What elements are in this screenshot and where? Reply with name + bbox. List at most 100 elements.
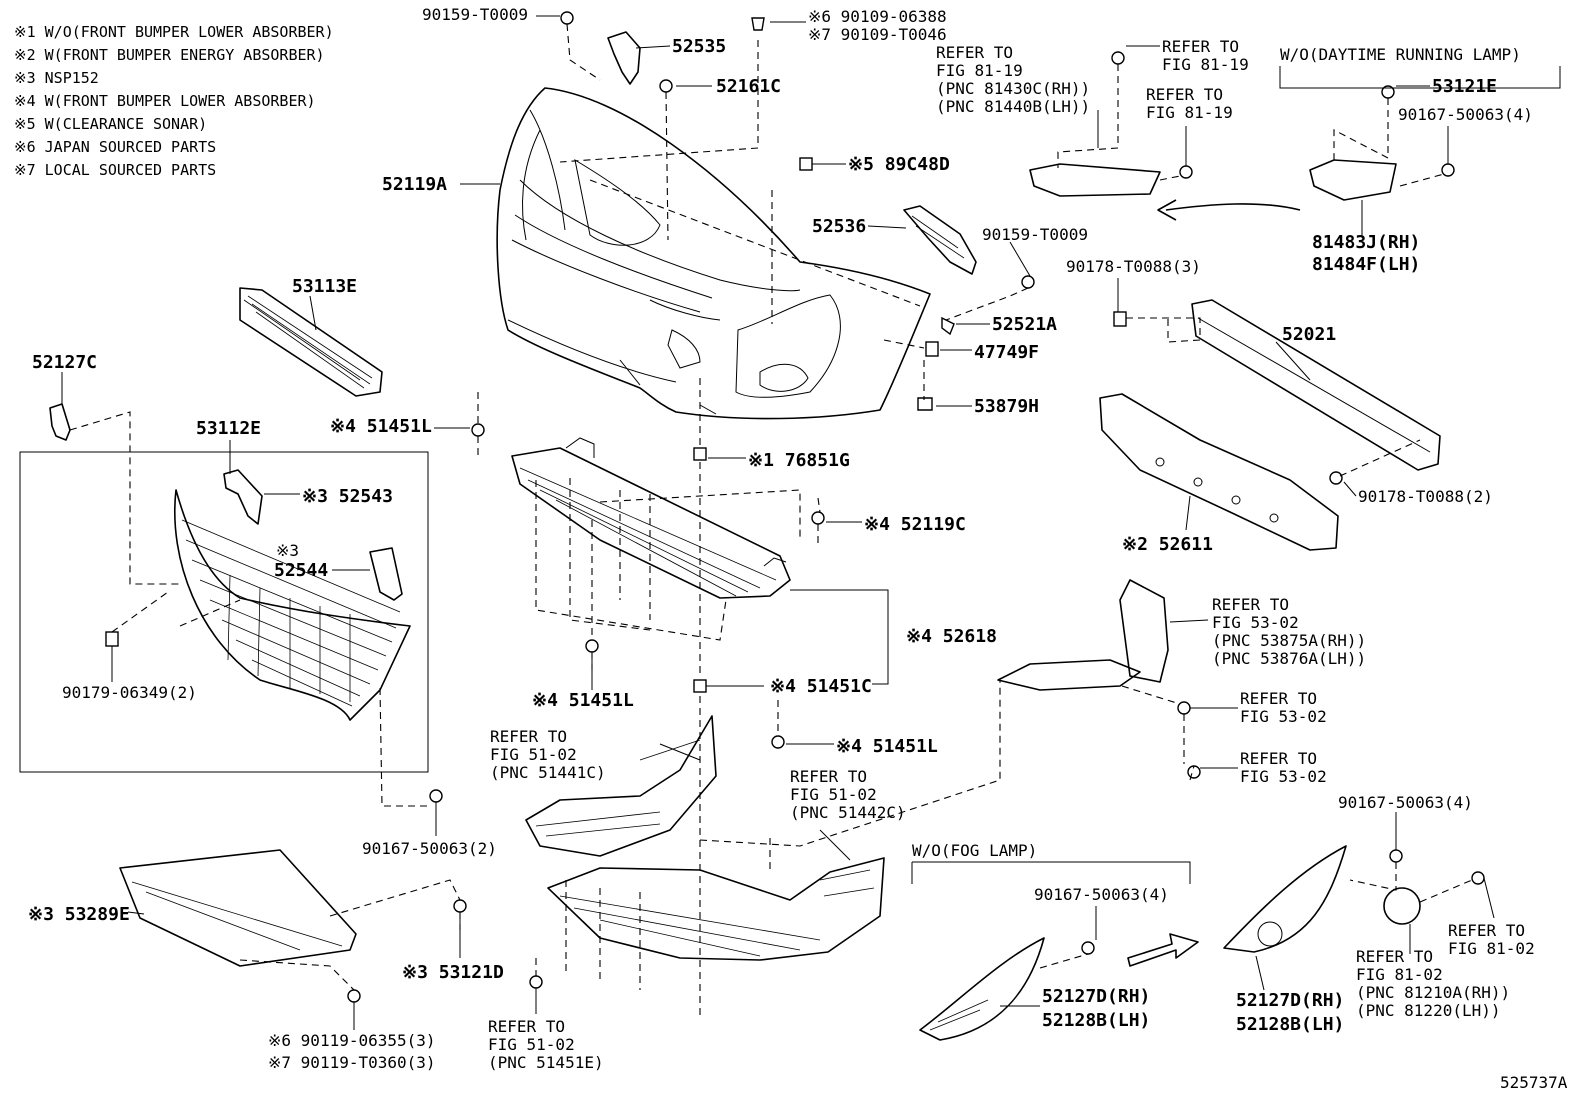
note-1: ※1 W/O(FRONT BUMPER LOWER ABSORBER) xyxy=(14,23,334,41)
label-52127d-right: 52127D(RH) xyxy=(1236,990,1344,1011)
refer-51-02-b: REFER TO FIG 51-02 (PNC 51442C) xyxy=(790,767,906,822)
label-52161c: 52161C xyxy=(716,76,781,97)
part-labels: 90159-T0009 52535 ※6 90109-06388 ※7 9010… xyxy=(28,5,1568,1092)
label-51451c: ※4 51451C xyxy=(770,676,872,697)
ref-53-02-c-line2: FIG 53-02 xyxy=(1240,767,1327,786)
section-drl: W/O(DAYTIME RUNNING LAMP) xyxy=(1280,45,1521,64)
bracket-52535 xyxy=(607,31,641,85)
note-7: ※7 LOCAL SOURCED PARTS xyxy=(14,161,216,179)
label-90167-fog-mid: 90167-50063(4) xyxy=(1034,885,1169,904)
document-id: 525737A xyxy=(1500,1073,1568,1092)
ref-51-02-c-line2: FIG 51-02 xyxy=(488,1035,575,1054)
grille-upper-53113e xyxy=(239,287,383,397)
ref-53-02-a-line4: (PNC 53876A(LH)) xyxy=(1212,649,1366,668)
ref-51-02-c-line3: (PNC 51451E) xyxy=(488,1053,604,1072)
bracket-52536 xyxy=(903,205,977,275)
label-90159-top: 90159-T0009 xyxy=(422,5,528,24)
refer-53-02-a: REFER TO FIG 53-02 (PNC 53875A(RH)) (PNC… xyxy=(1212,595,1366,668)
arrow-fog xyxy=(1127,933,1199,967)
fasteners xyxy=(347,11,1485,1003)
label-52611: ※2 52611 xyxy=(1122,534,1213,555)
refer-81-19-c: REFER TO FIG 81-19 xyxy=(1146,85,1233,122)
leader-lines xyxy=(61,15,1561,1030)
fog-cover-left xyxy=(919,937,1045,1041)
notes-legend: ※1 W/O(FRONT BUMPER LOWER ABSORBER) ※2 W… xyxy=(14,23,334,179)
label-52536: 52536 xyxy=(812,216,866,237)
arrow-curved-head xyxy=(1157,199,1177,221)
ref-81-19-a-line4: (PNC 81440B(LH)) xyxy=(936,97,1090,116)
label-53113e: 53113E xyxy=(292,276,357,297)
refer-81-19-a: REFER TO FIG 81-19 (PNC 81430C(RH)) (PNC… xyxy=(936,43,1090,116)
label-90167-fog-top: 90167-50063(4) xyxy=(1338,793,1473,812)
ref-81-02-b-line1: REFER TO xyxy=(1356,947,1433,966)
fog-cover-right xyxy=(1223,845,1421,953)
ref-53-02-c-line1: REFER TO xyxy=(1240,749,1317,768)
label-76851g: ※1 76851G xyxy=(748,450,850,471)
label-90119-t0360: ※7 90119-T0360(3) xyxy=(268,1053,436,1072)
grille-lower-box xyxy=(19,451,429,773)
ref-51-02-b-line3: (PNC 51442C) xyxy=(790,803,906,822)
drl-lamp-left xyxy=(1029,163,1161,197)
label-90167-left: 90167-50063(2) xyxy=(362,839,497,858)
section-headers: W/O(DAYTIME RUNNING LAMP) W/O(FOG LAMP) xyxy=(912,45,1521,860)
ref-81-02-a-line2: FIG 81-02 xyxy=(1448,939,1535,958)
label-90109-06388: ※6 90109-06388 xyxy=(808,7,947,26)
reinforcement-52021 xyxy=(1191,299,1441,471)
ref-81-02-b-line3: (PNC 81210A(RH)) xyxy=(1356,983,1510,1002)
refer-51-02-a: REFER TO FIG 51-02 (PNC 51441C) xyxy=(490,727,606,782)
ref-81-19-b-line1: REFER TO xyxy=(1162,37,1239,56)
under-cover-51441c xyxy=(525,715,717,857)
label-81484f: 81484F(LH) xyxy=(1312,254,1420,275)
label-51451l-a: ※4 51451L xyxy=(330,416,432,437)
ref-51-02-a-line1: REFER TO xyxy=(490,727,567,746)
bumper-cover-52119a xyxy=(496,87,931,420)
label-90159-mid: 90159-T0009 xyxy=(982,225,1088,244)
note-2: ※2 W(FRONT BUMPER ENERGY ABSORBER) xyxy=(14,46,325,64)
label-52119c: ※4 52119C xyxy=(864,514,966,535)
label-52535: 52535 xyxy=(672,36,726,57)
ref-81-19-a-line1: REFER TO xyxy=(936,43,1013,62)
label-53121e: 53121E xyxy=(1432,76,1497,97)
ref-51-02-a-line3: (PNC 51441C) xyxy=(490,763,606,782)
ref-53-02-b-line1: REFER TO xyxy=(1240,689,1317,708)
arrow-curved xyxy=(1165,203,1301,211)
ref-81-02-a-line1: REFER TO xyxy=(1448,921,1525,940)
refer-81-02-a: REFER TO FIG 81-02 xyxy=(1448,921,1535,958)
bracket-52543 xyxy=(223,469,263,525)
label-52521a: 52521A xyxy=(992,314,1057,335)
grille-lower-53112e xyxy=(174,489,411,721)
label-52544-mark: ※3 xyxy=(276,541,299,560)
refer-81-02-b: REFER TO FIG 81-02 (PNC 81210A(RH)) (PNC… xyxy=(1356,947,1510,1020)
label-52127c: 52127C xyxy=(32,352,97,373)
label-90119-06355: ※6 90119-06355(3) xyxy=(268,1031,436,1050)
label-52119a: 52119A xyxy=(382,174,447,195)
label-52618: ※4 52618 xyxy=(906,626,997,647)
refer-51-02-c: REFER TO FIG 51-02 (PNC 51451E) xyxy=(488,1017,604,1072)
section-fog: W/O(FOG LAMP) xyxy=(912,841,1037,860)
note-6: ※6 JAPAN SOURCED PARTS xyxy=(14,138,216,156)
ref-51-02-c-line1: REFER TO xyxy=(488,1017,565,1036)
ref-53-02-a-line1: REFER TO xyxy=(1212,595,1289,614)
lower-absorber-52618 xyxy=(511,437,791,599)
ref-81-02-b-line2: FIG 81-02 xyxy=(1356,965,1443,984)
liner-53875a xyxy=(997,579,1169,691)
ref-81-19-a-line3: (PNC 81430C(RH)) xyxy=(936,79,1090,98)
label-53879h: 53879H xyxy=(974,396,1039,417)
label-90109-t0046: ※7 90109-T0046 xyxy=(808,25,947,44)
label-53289e: ※3 53289E xyxy=(28,904,130,925)
label-47749f: 47749F xyxy=(974,342,1039,363)
ref-53-02-b-line2: FIG 53-02 xyxy=(1240,707,1327,726)
label-90178-bot: 90178-T0088(2) xyxy=(1358,487,1493,506)
label-52544: 52544 xyxy=(274,560,328,581)
note-4: ※4 W(FRONT BUMPER LOWER ABSORBER) xyxy=(14,92,316,110)
ref-51-02-b-line1: REFER TO xyxy=(790,767,867,786)
ref-53-02-a-line3: (PNC 53875A(RH)) xyxy=(1212,631,1366,650)
label-51451l-c: ※4 51451L xyxy=(836,736,938,757)
cover-52544 xyxy=(369,547,403,601)
under-cover-51442c xyxy=(547,857,885,961)
ref-81-19-c-line1: REFER TO xyxy=(1146,85,1223,104)
absorber-52611 xyxy=(1099,393,1339,551)
label-52021: 52021 xyxy=(1282,324,1336,345)
refer-53-02-b: REFER TO FIG 53-02 xyxy=(1240,689,1327,726)
refer-53-02-c: REFER TO FIG 53-02 xyxy=(1240,749,1327,786)
